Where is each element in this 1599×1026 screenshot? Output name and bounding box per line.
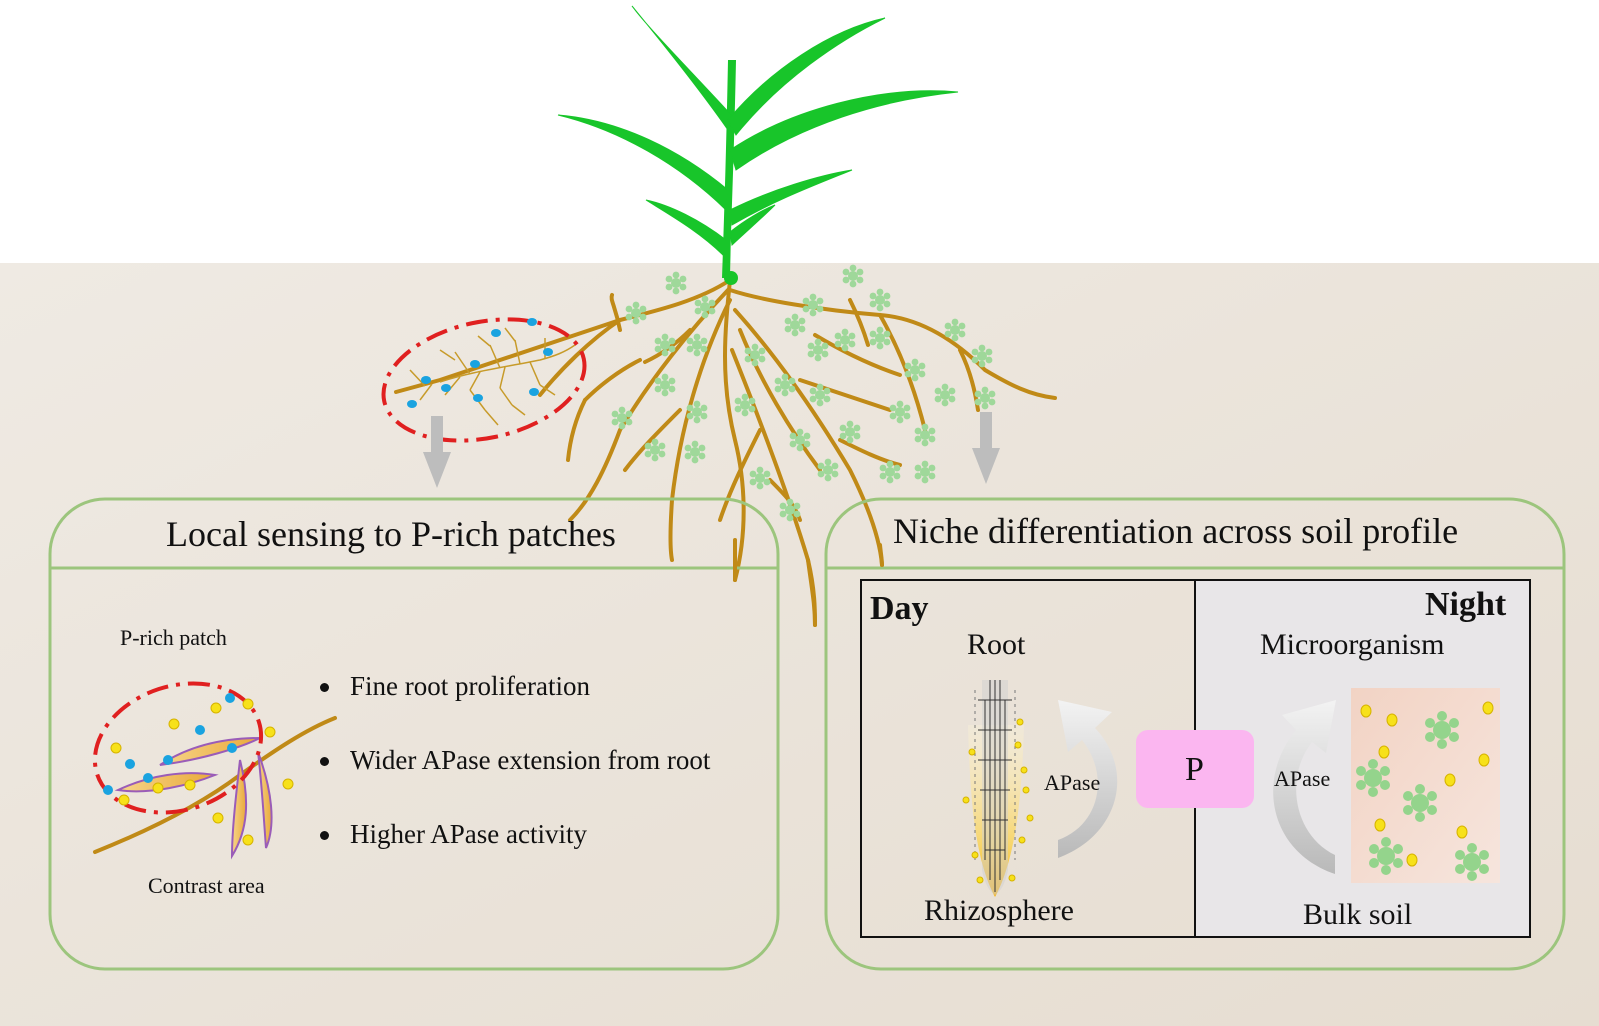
night-heading: Night — [1425, 586, 1507, 623]
bullet-dot-3 — [320, 831, 329, 840]
bullet-apase-activity: Higher APase activity — [350, 819, 587, 849]
p-box — [1136, 730, 1254, 808]
day-curved-arrow — [1058, 700, 1118, 858]
day-heading: Day — [870, 590, 929, 627]
microorganism-label: Microorganism — [1260, 628, 1445, 661]
root-label: Root — [967, 628, 1026, 661]
right-panel-title: Niche differentiation across soil profil… — [893, 511, 1459, 551]
p-label: P — [1185, 751, 1204, 788]
down-arrow-right — [972, 412, 1000, 484]
roots-overlap — [733, 538, 884, 627]
phosphate-dots-blue — [407, 318, 553, 408]
p-rich-patch-outline — [381, 317, 587, 443]
left-panel-title: Local sensing to P-rich patches — [166, 514, 616, 554]
right-panel-frame — [824, 497, 1566, 971]
bulk-soil-label: Bulk soil — [1303, 898, 1413, 931]
contrast-label: Contrast area — [148, 873, 265, 898]
plant-shoot — [557, 5, 959, 278]
night-apase-label: APase — [1274, 766, 1331, 791]
day-apase-label: APase — [1044, 770, 1101, 795]
night-curved-arrow — [1273, 700, 1336, 874]
bullet-fine-root: Fine root proliferation — [350, 671, 590, 701]
bullet-dot-2 — [320, 757, 329, 766]
root-tip-illustration — [962, 680, 1034, 897]
rhizosphere-label: Rhizosphere — [924, 894, 1074, 927]
left-panel-frame — [48, 497, 780, 971]
bullet-apase-extension: Wider APase extension from root — [350, 745, 711, 775]
bullet-dot-1 — [320, 683, 329, 692]
patch-label: P-rich patch — [120, 625, 227, 650]
bulk-soil-phosphate — [1360, 701, 1494, 867]
patch-illustration — [92, 681, 337, 860]
root-collar — [724, 271, 738, 285]
down-arrow-left — [423, 416, 451, 488]
